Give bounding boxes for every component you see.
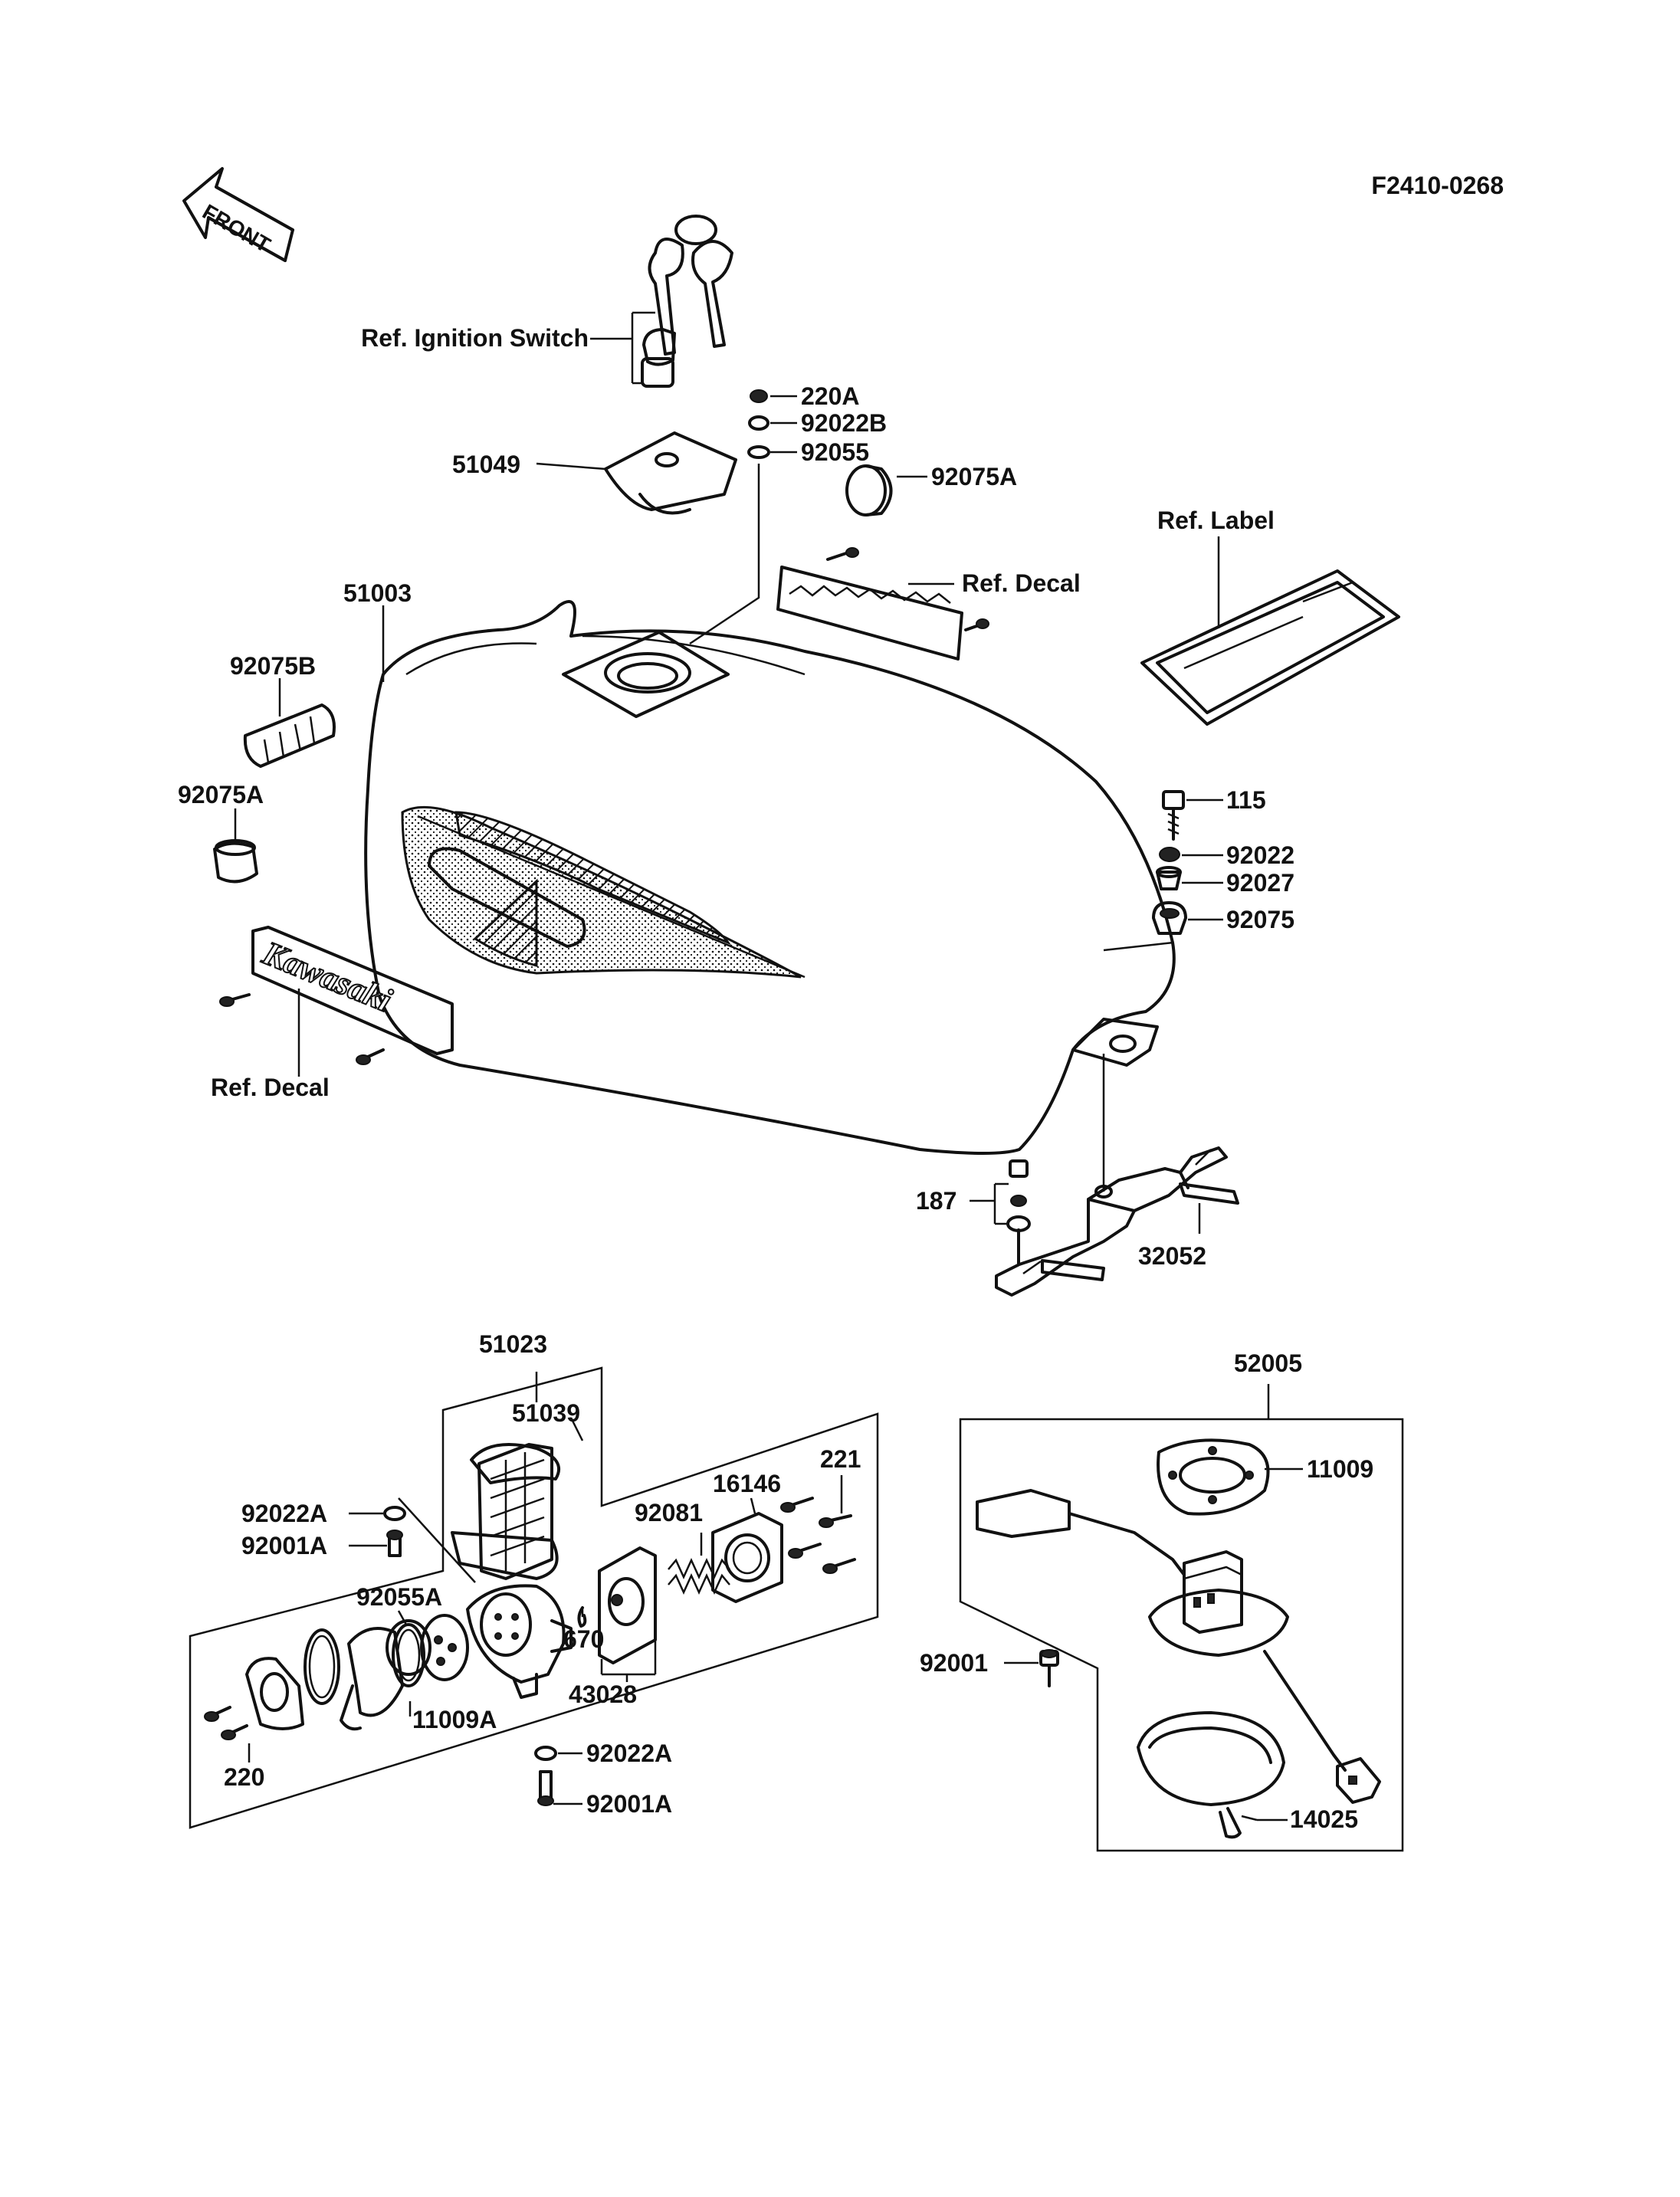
part-14025: 14025 [1290, 1805, 1358, 1833]
part-16146: 16146 [713, 1470, 781, 1497]
front-arrow-label: FRONT [199, 199, 274, 257]
part-92022A-b: 92022A [586, 1740, 672, 1767]
part-92001: 92001 [920, 1649, 988, 1677]
fuel-level-sender-icon [976, 1438, 1381, 1839]
part-11009A: 11009A [412, 1706, 497, 1733]
diaphragm-cover-icon [711, 1497, 856, 1603]
label-ref-decal-side: Ref. Decal [211, 1074, 330, 1101]
fuel-strainer-icon [451, 1443, 561, 1580]
washer-bolt-icon [383, 1506, 406, 1557]
decal-strip-icon [776, 547, 989, 661]
diagram-code: F2410-0268 [1371, 172, 1504, 199]
washer-bolt-bottom-icon [534, 1746, 557, 1806]
tap-lever-parts-icon [204, 1614, 469, 1740]
keys-icon [641, 215, 733, 388]
label-ref-decal-top: Ref. Decal [962, 569, 1081, 597]
part-115: 115 [1226, 786, 1266, 814]
part-220: 220 [224, 1763, 264, 1791]
part-43028: 43028 [569, 1681, 637, 1708]
front-arrow-icon: FRONT [182, 167, 294, 262]
label-ref-label: Ref. Label [1157, 507, 1275, 534]
part-92022A-a: 92022A [241, 1500, 327, 1527]
part-92075A-top: 92075A [931, 463, 1017, 490]
part-51049: 51049 [452, 451, 520, 478]
bolt-187-icon [1006, 1159, 1031, 1266]
part-187: 187 [916, 1187, 956, 1215]
part-51023: 51023 [479, 1330, 547, 1358]
part-92001A-a: 92001A [241, 1532, 327, 1559]
part-52005: 52005 [1234, 1349, 1302, 1377]
part-221: 221 [820, 1445, 861, 1473]
side-rubber-icon [243, 703, 336, 768]
ref-label-sticker-icon [1140, 569, 1400, 726]
part-220A: 220A [801, 382, 860, 410]
label-ref-ignition-switch: Ref. Ignition Switch [361, 324, 589, 352]
part-51039: 51039 [512, 1399, 580, 1427]
part-92001A-b: 92001A [586, 1790, 672, 1818]
part-92075B: 92075B [230, 652, 316, 680]
part-92027: 92027 [1226, 869, 1294, 897]
hardware-stack-icon [747, 389, 770, 459]
part-92055A: 92055A [356, 1583, 442, 1611]
fuel-tank-icon [364, 600, 1176, 1155]
part-51003: 51003 [343, 579, 412, 607]
part-32052: 32052 [1138, 1242, 1206, 1270]
cap-cover-icon [604, 431, 737, 515]
part-92075: 92075 [1226, 906, 1294, 933]
part-92075A-left: 92075A [178, 781, 264, 808]
kawasaki-decal: Kawasaki [219, 926, 454, 1065]
part-92081: 92081 [635, 1499, 703, 1526]
part-92022: 92022 [1226, 841, 1294, 869]
part-92055: 92055 [801, 438, 869, 466]
rubber-bush-icon [845, 464, 893, 516]
rear-mount-hardware-icon [1152, 790, 1187, 935]
rubber-cap-icon [213, 839, 258, 884]
fuel-tap-body-icon [466, 1584, 573, 1699]
part-670: 670 [563, 1625, 604, 1653]
part-92022B: 92022B [801, 409, 887, 437]
tank-bracket-icon [995, 1146, 1239, 1297]
part-11009: 11009 [1307, 1455, 1373, 1483]
